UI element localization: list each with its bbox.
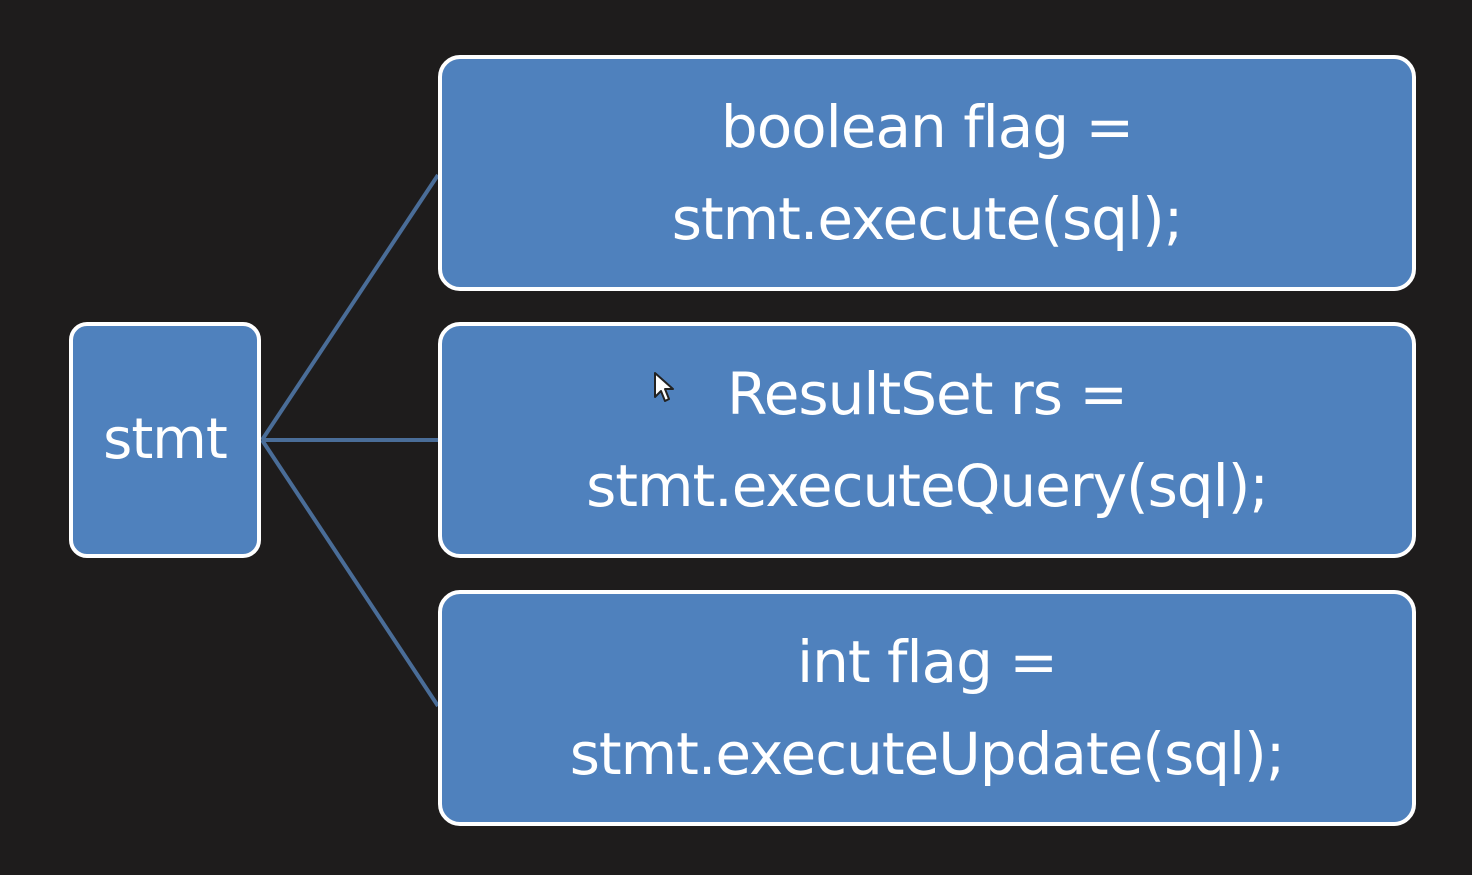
connector-to-execute-update bbox=[260, 438, 440, 708]
root-node-stmt: stmt bbox=[69, 322, 261, 558]
mouse-pointer-icon bbox=[654, 372, 674, 402]
connector-to-execute bbox=[260, 173, 440, 442]
node-execute-update-call: stmt.executeUpdate(sql); bbox=[569, 720, 1286, 788]
node-execute-update-declaration: int flag = bbox=[797, 628, 1058, 696]
node-execute-query-declaration: ResultSet rs = bbox=[727, 360, 1128, 428]
root-node-label: stmt bbox=[103, 407, 228, 472]
node-execute-query: ResultSet rs = stmt.executeQuery(sql); bbox=[438, 322, 1416, 558]
node-execute-call: stmt.execute(sql); bbox=[671, 185, 1184, 253]
node-execute: boolean flag = stmt.execute(sql); bbox=[438, 55, 1416, 291]
node-execute-query-call: stmt.executeQuery(sql); bbox=[586, 452, 1269, 520]
node-execute-update: int flag = stmt.executeUpdate(sql); bbox=[438, 590, 1416, 826]
node-execute-declaration: boolean flag = bbox=[720, 93, 1134, 161]
